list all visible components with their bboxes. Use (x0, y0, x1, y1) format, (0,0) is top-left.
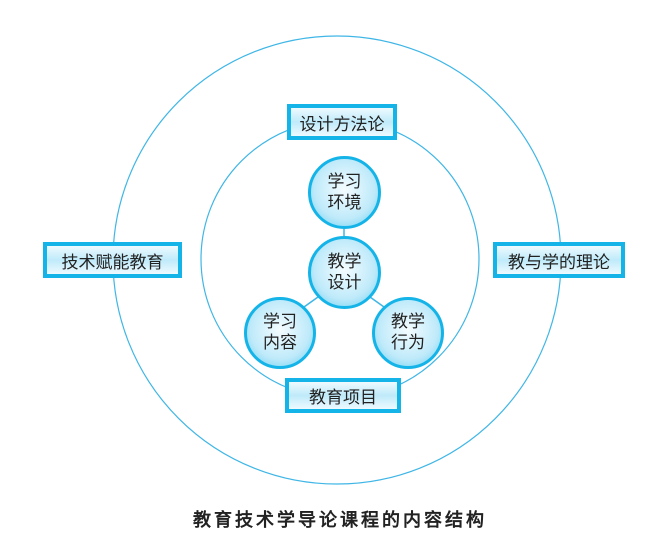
label-top: 设计方法论 (287, 104, 397, 140)
node-text: 内容 (263, 333, 297, 353)
node-text: 教学 (391, 312, 425, 332)
label-left: 技术赋能教育 (43, 242, 182, 278)
node-text: 教学 (327, 251, 362, 272)
figure-caption: 教育技术学导论课程的内容结构 (193, 510, 487, 531)
node-text: 行为 (391, 333, 425, 353)
node-learning-content: 学习 内容 (244, 297, 316, 369)
node-text: 学习 (327, 171, 362, 192)
label-bottom: 教育项目 (285, 378, 401, 413)
connector-left (303, 296, 319, 308)
label-right: 教与学的理论 (493, 242, 625, 278)
connector-right (369, 296, 385, 308)
node-text: 环境 (327, 192, 362, 213)
node-text: 学习 (263, 312, 297, 332)
node-learning-environment: 学习 环境 (308, 156, 381, 229)
node-instructional-design: 教学 设计 (308, 236, 381, 309)
node-text: 设计 (327, 272, 362, 293)
node-teaching-behavior: 教学 行为 (372, 297, 444, 369)
